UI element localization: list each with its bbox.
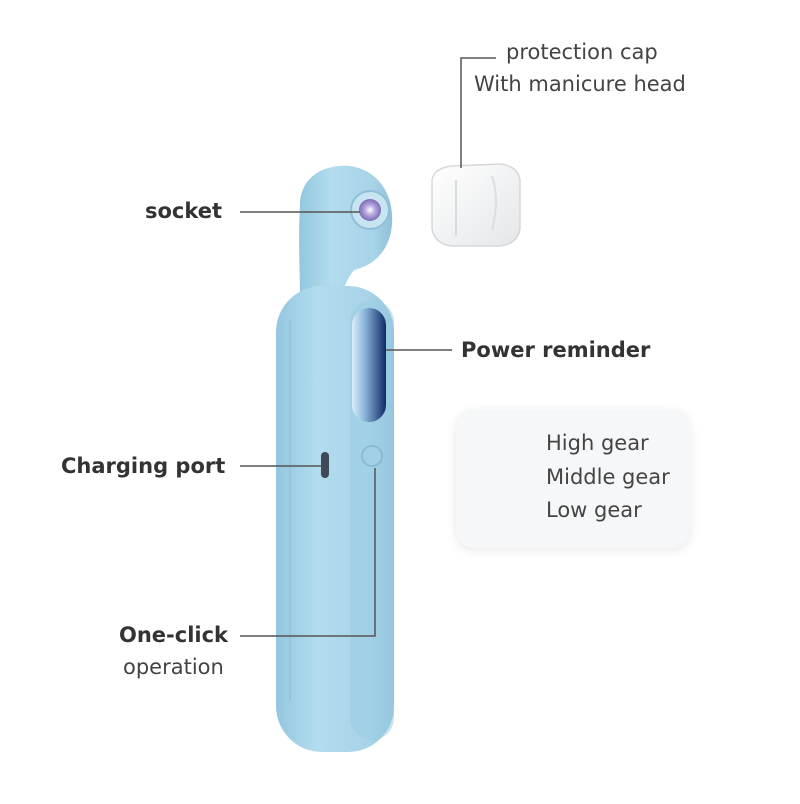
gear-legend-box [456, 410, 690, 548]
label-operation: operation [123, 655, 224, 679]
leader-one-click [240, 468, 376, 637]
label-power-reminder: Power reminder [461, 338, 651, 362]
socket-ring [350, 190, 390, 230]
legend-low-gear: Low gear [546, 498, 642, 522]
label-protection-cap: protection cap [506, 40, 658, 64]
leader-protection-cap [460, 57, 496, 168]
protection-cap [431, 163, 521, 247]
label-manicure-head: With manicure head [474, 72, 686, 96]
label-charging-port: Charging port [61, 454, 226, 478]
label-one-click: One-click [119, 623, 229, 647]
one-click-button [361, 445, 383, 467]
legend-middle-gear: Middle gear [546, 465, 670, 489]
label-socket: socket [145, 199, 223, 223]
charging-port [321, 452, 329, 478]
power-screen [352, 308, 386, 422]
legend-high-gear: High gear [546, 431, 649, 455]
leader-lines [240, 57, 496, 637]
